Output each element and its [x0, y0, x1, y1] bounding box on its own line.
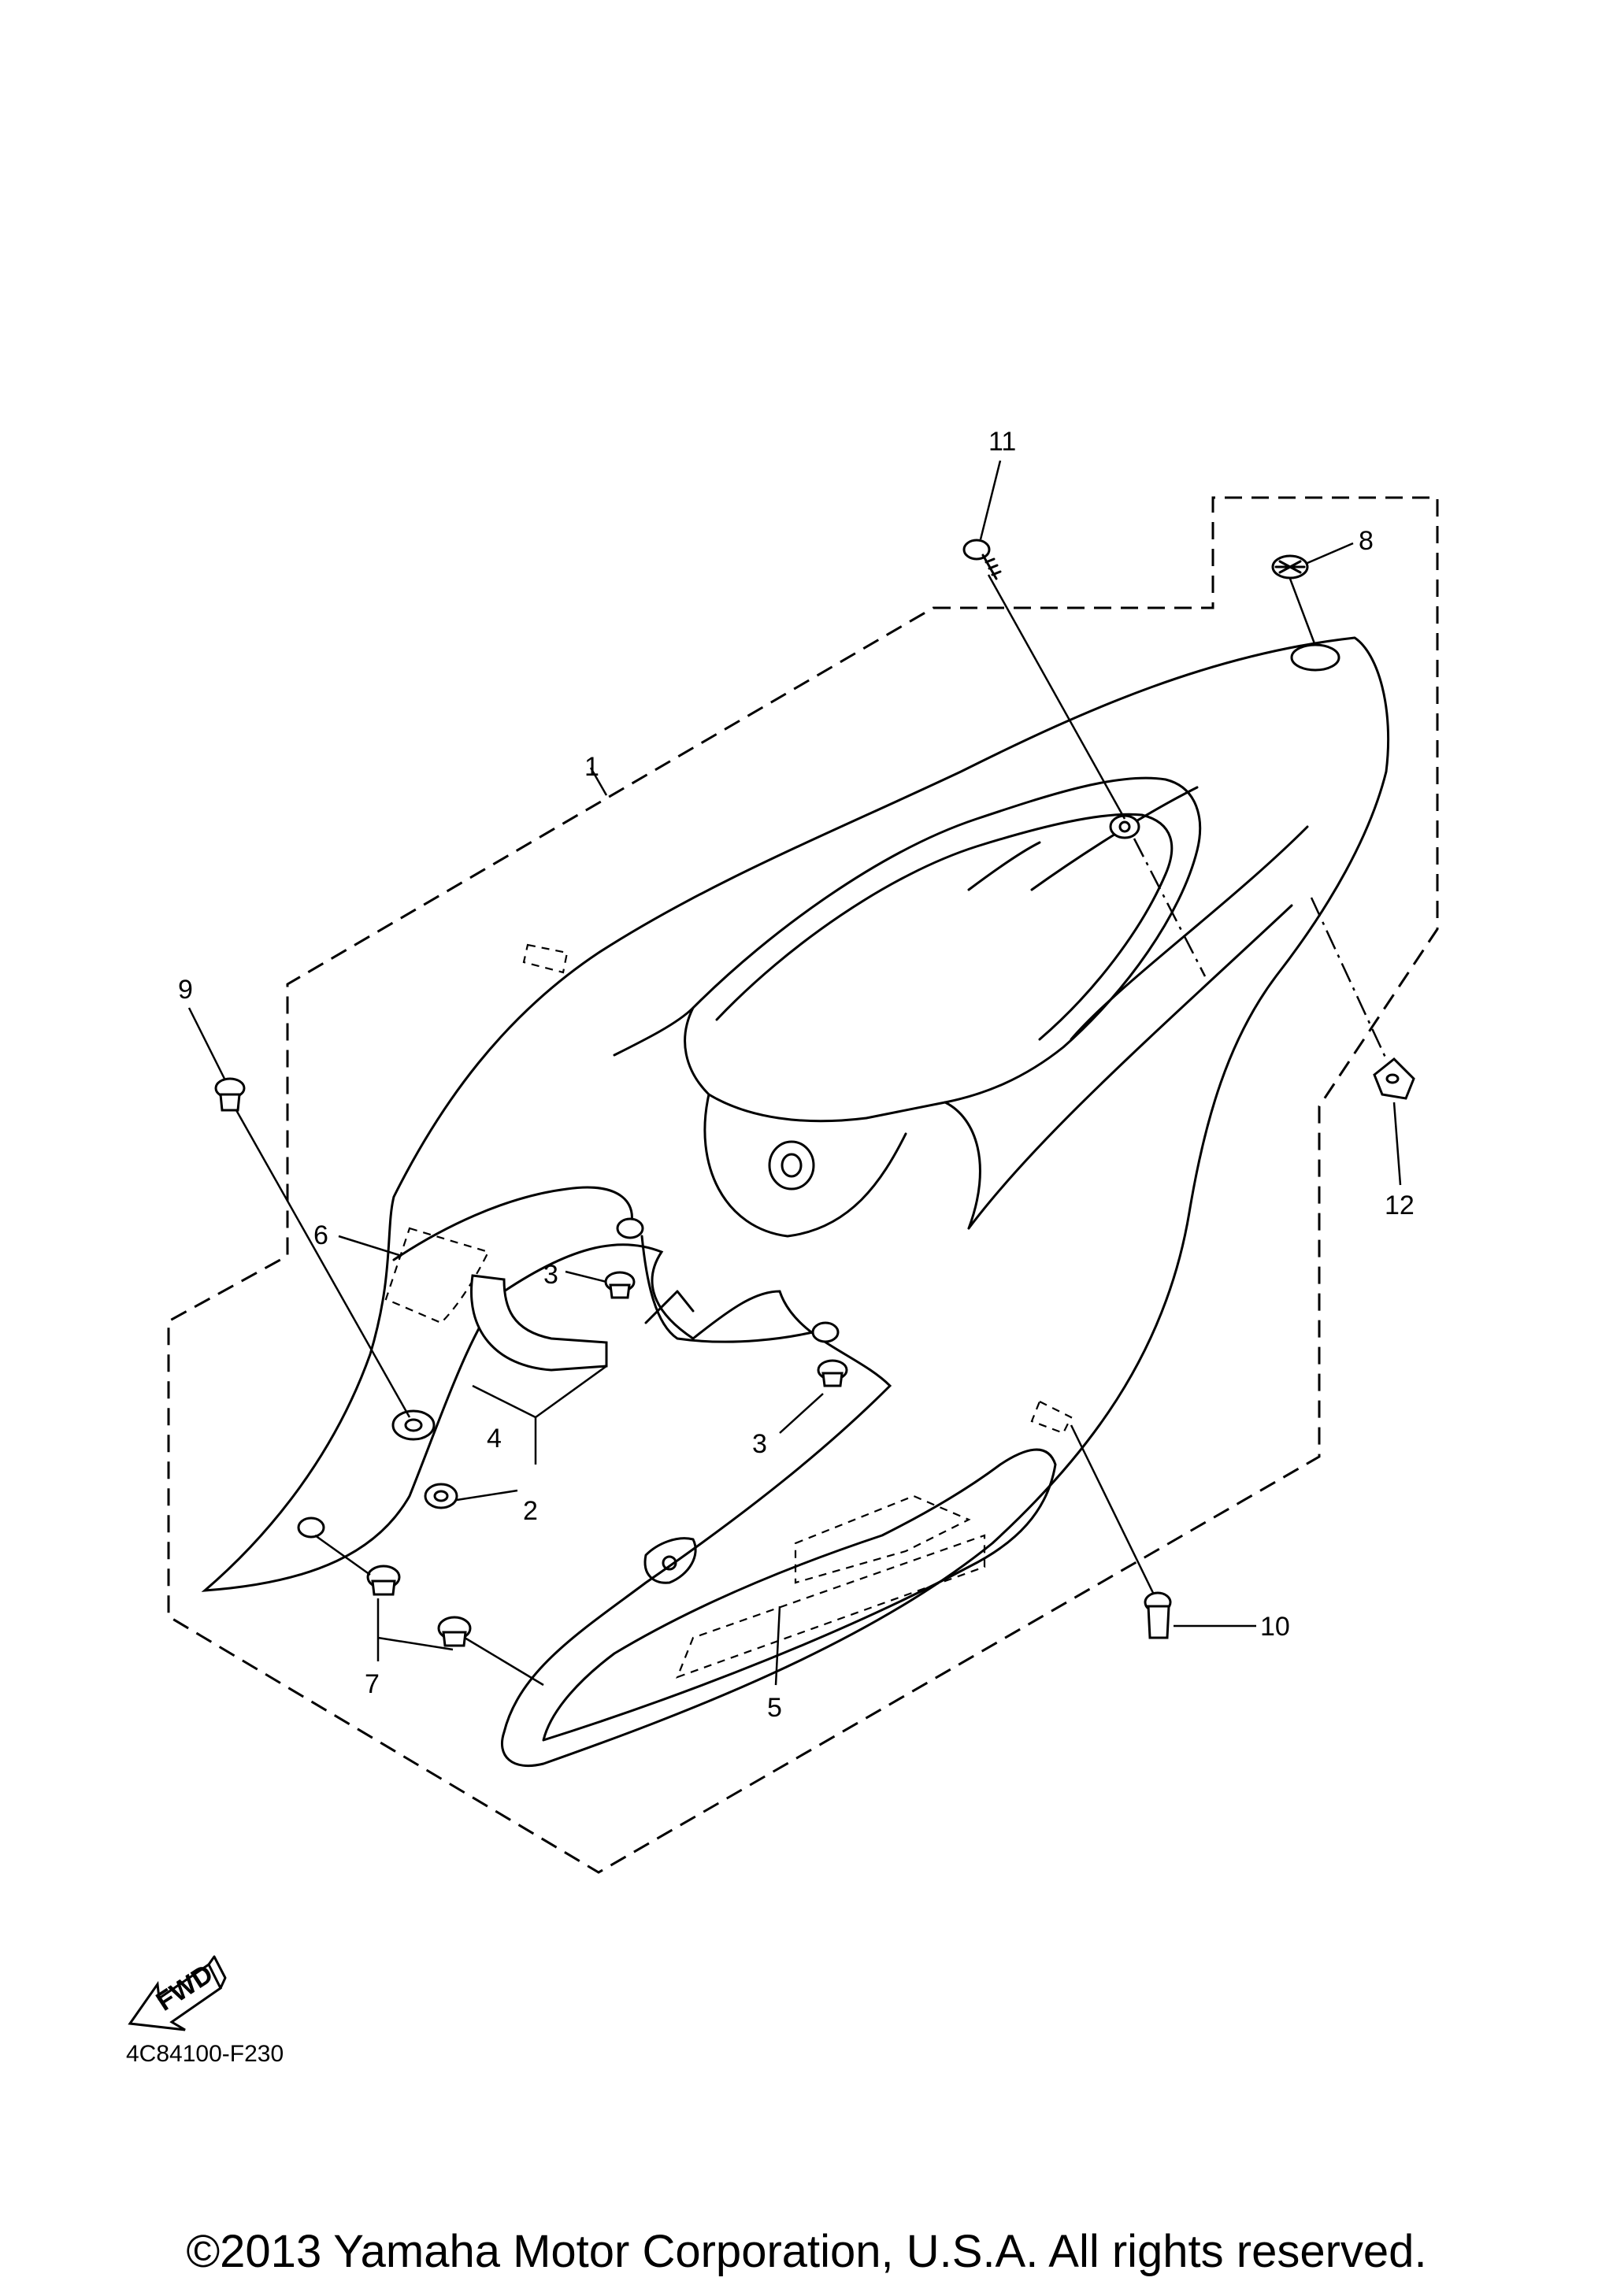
callout-11: 11 — [988, 427, 1016, 457]
assembly-boundary — [167, 496, 1439, 1874]
assembly-line-7a — [314, 1534, 371, 1576]
assembly-line-12 — [1310, 897, 1388, 1060]
callout-7: 7 — [365, 1669, 380, 1699]
bracket-strap — [470, 1274, 608, 1372]
callout-10: 10 — [1260, 1612, 1290, 1642]
reference-code: 4C84100-F230 — [126, 2041, 284, 2067]
grommet-7b — [437, 1616, 472, 1647]
callout-4: 4 — [487, 1424, 502, 1454]
rivet-9 — [214, 1077, 246, 1112]
assembly-line-7b — [464, 1636, 544, 1687]
callout-12: 12 — [1385, 1191, 1415, 1220]
assembly-line-11b — [1133, 838, 1207, 977]
callout-2: 2 — [523, 1496, 538, 1526]
tail-cowling — [201, 636, 1390, 1768]
grommet-7a — [366, 1565, 401, 1596]
callout-8: 8 — [1359, 526, 1374, 556]
callout-3b: 3 — [752, 1429, 767, 1459]
assembly-line-10 — [1070, 1424, 1155, 1595]
washer-2 — [424, 1483, 458, 1509]
screw-11 — [962, 539, 1002, 580]
callout-3a: 3 — [543, 1260, 558, 1290]
clip-mount-b — [811, 1321, 840, 1343]
nut-3b — [817, 1359, 848, 1387]
assembly-line-11 — [987, 574, 1126, 820]
push-rivet-10 — [1144, 1591, 1172, 1639]
callout-9: 9 — [178, 975, 193, 1005]
forward-arrow-icon: FWD — [128, 1955, 227, 2031]
assembly-line-8 — [1289, 578, 1317, 646]
emblem-8 — [1271, 554, 1309, 580]
callout-5: 5 — [767, 1693, 782, 1723]
assembly-line-9 — [235, 1109, 411, 1418]
callout-6: 6 — [313, 1220, 328, 1250]
callout-1: 1 — [584, 752, 599, 782]
wire-harness — [640, 1235, 821, 1343]
copyright-notice: ©2013 Yamaha Motor Corporation, U.S.A. A… — [186, 2226, 1427, 2277]
clip-mount-a — [616, 1217, 644, 1239]
clip-nut-12 — [1373, 1057, 1415, 1100]
nut-3a — [604, 1271, 636, 1299]
